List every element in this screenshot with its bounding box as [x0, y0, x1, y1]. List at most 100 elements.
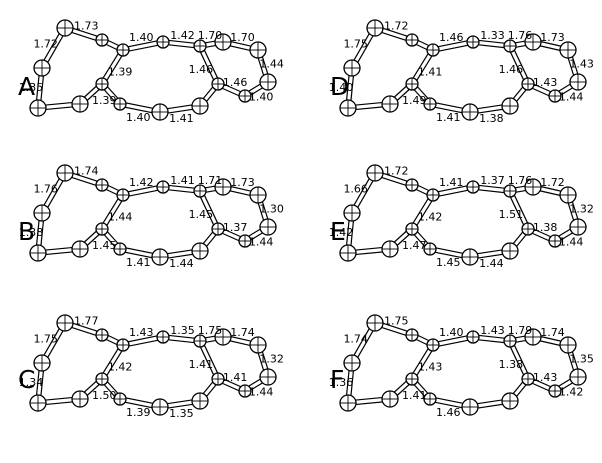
bond-length-label: 1.41	[189, 358, 214, 371]
atom	[33, 354, 51, 372]
atom	[191, 392, 209, 410]
atom	[461, 248, 479, 266]
atom	[214, 33, 232, 51]
bond-length-label: 1.39	[108, 66, 133, 79]
bond-length-label: 1.41	[169, 112, 194, 125]
bond-length-label: 1.70	[198, 29, 223, 42]
atom	[339, 394, 357, 412]
bond-length-label: 1.42	[418, 211, 443, 224]
atom	[569, 73, 587, 91]
atom	[56, 19, 74, 37]
atom	[559, 336, 577, 354]
bond-length-label: 1.41	[439, 176, 464, 189]
bond-length-label: 1.73	[230, 176, 255, 189]
atom	[466, 180, 480, 194]
bond-length-label: 1.72	[384, 19, 409, 32]
atom	[524, 33, 542, 51]
atom	[238, 234, 252, 248]
atom	[569, 218, 587, 236]
bond-length-label: 1.74	[74, 164, 99, 177]
atom	[249, 336, 267, 354]
bond-line	[409, 48, 436, 86]
bond-length-label: 1.40	[129, 31, 154, 44]
bond-line	[197, 44, 221, 86]
bond-length-label: 1.41	[126, 256, 151, 269]
atom	[423, 242, 437, 256]
bond-length-label: 1.38	[499, 358, 524, 371]
bond-line	[99, 193, 126, 231]
bond-length-label: 1.30	[259, 202, 284, 215]
bond-length-label: 1.35	[569, 352, 594, 365]
atom	[521, 77, 535, 91]
atom	[466, 35, 480, 49]
bond-length-label: 1.41	[402, 389, 427, 402]
bond-length-label: 1.37	[223, 221, 248, 234]
atom	[151, 103, 169, 121]
bond-length-label: 1.47	[402, 239, 427, 252]
bond-length-label: 1.37	[480, 174, 505, 187]
atom	[501, 97, 519, 115]
bond-length-label: 1.76	[508, 29, 533, 42]
atom	[503, 334, 517, 348]
atom	[249, 186, 267, 204]
panel-label: F	[330, 365, 344, 394]
atom	[548, 89, 562, 103]
atom	[259, 368, 277, 386]
bond-length-label: 1.43	[569, 57, 594, 70]
bond-length-label: 1.41	[436, 111, 461, 124]
atom	[113, 97, 127, 111]
atom	[343, 354, 361, 372]
bond-line	[122, 39, 164, 53]
atom	[193, 334, 207, 348]
panel-label: E	[330, 217, 346, 246]
bond-length-label: 1.40	[249, 91, 274, 104]
atom	[366, 314, 384, 332]
atom	[214, 178, 232, 196]
bond-length-label: 1.42	[329, 226, 354, 239]
bond-length-label: 1.44	[479, 257, 504, 270]
bond-length-label: 1.44	[108, 211, 133, 224]
bond-length-label: 1.35	[170, 324, 195, 337]
atom	[71, 95, 89, 113]
atom	[191, 242, 209, 260]
atom	[33, 204, 51, 222]
bond-length-label: 1.43	[480, 324, 505, 337]
atom	[569, 368, 587, 386]
bond-length-label: 1.74	[540, 326, 565, 339]
panel-label: D	[330, 72, 349, 101]
atom	[191, 97, 209, 115]
bond-length-label: 1.41	[223, 371, 248, 384]
bond-line	[122, 184, 164, 198]
bond-length-label: 1.45	[436, 256, 461, 269]
bond-length-label: 1.46	[436, 406, 461, 419]
atom	[423, 97, 437, 111]
atom	[29, 394, 47, 412]
atom	[249, 41, 267, 59]
atom	[214, 328, 232, 346]
atom	[466, 330, 480, 344]
bond-length-label: 1.38	[479, 112, 504, 125]
bond-line	[197, 339, 221, 381]
atom	[95, 77, 109, 91]
atom	[156, 180, 170, 194]
bond-length-label: 1.43	[533, 371, 558, 384]
bond-length-label: 1.72	[33, 38, 58, 51]
bond-length-label: 1.72	[384, 164, 409, 177]
bond-line	[432, 39, 474, 53]
bond-line	[409, 343, 436, 381]
atom	[29, 244, 47, 262]
atom	[405, 178, 419, 192]
atom	[426, 188, 440, 202]
atom	[339, 99, 357, 117]
bond-length-label: 1.74	[343, 333, 368, 346]
bond-length-label: 1.50	[92, 389, 117, 402]
atom	[548, 384, 562, 398]
bond-length-label: 1.46	[439, 31, 464, 44]
bond-line	[99, 343, 126, 381]
bond-length-label: 1.35	[19, 81, 44, 94]
bond-length-label: 1.73	[540, 31, 565, 44]
bond-length-label: 1.76	[33, 183, 58, 196]
